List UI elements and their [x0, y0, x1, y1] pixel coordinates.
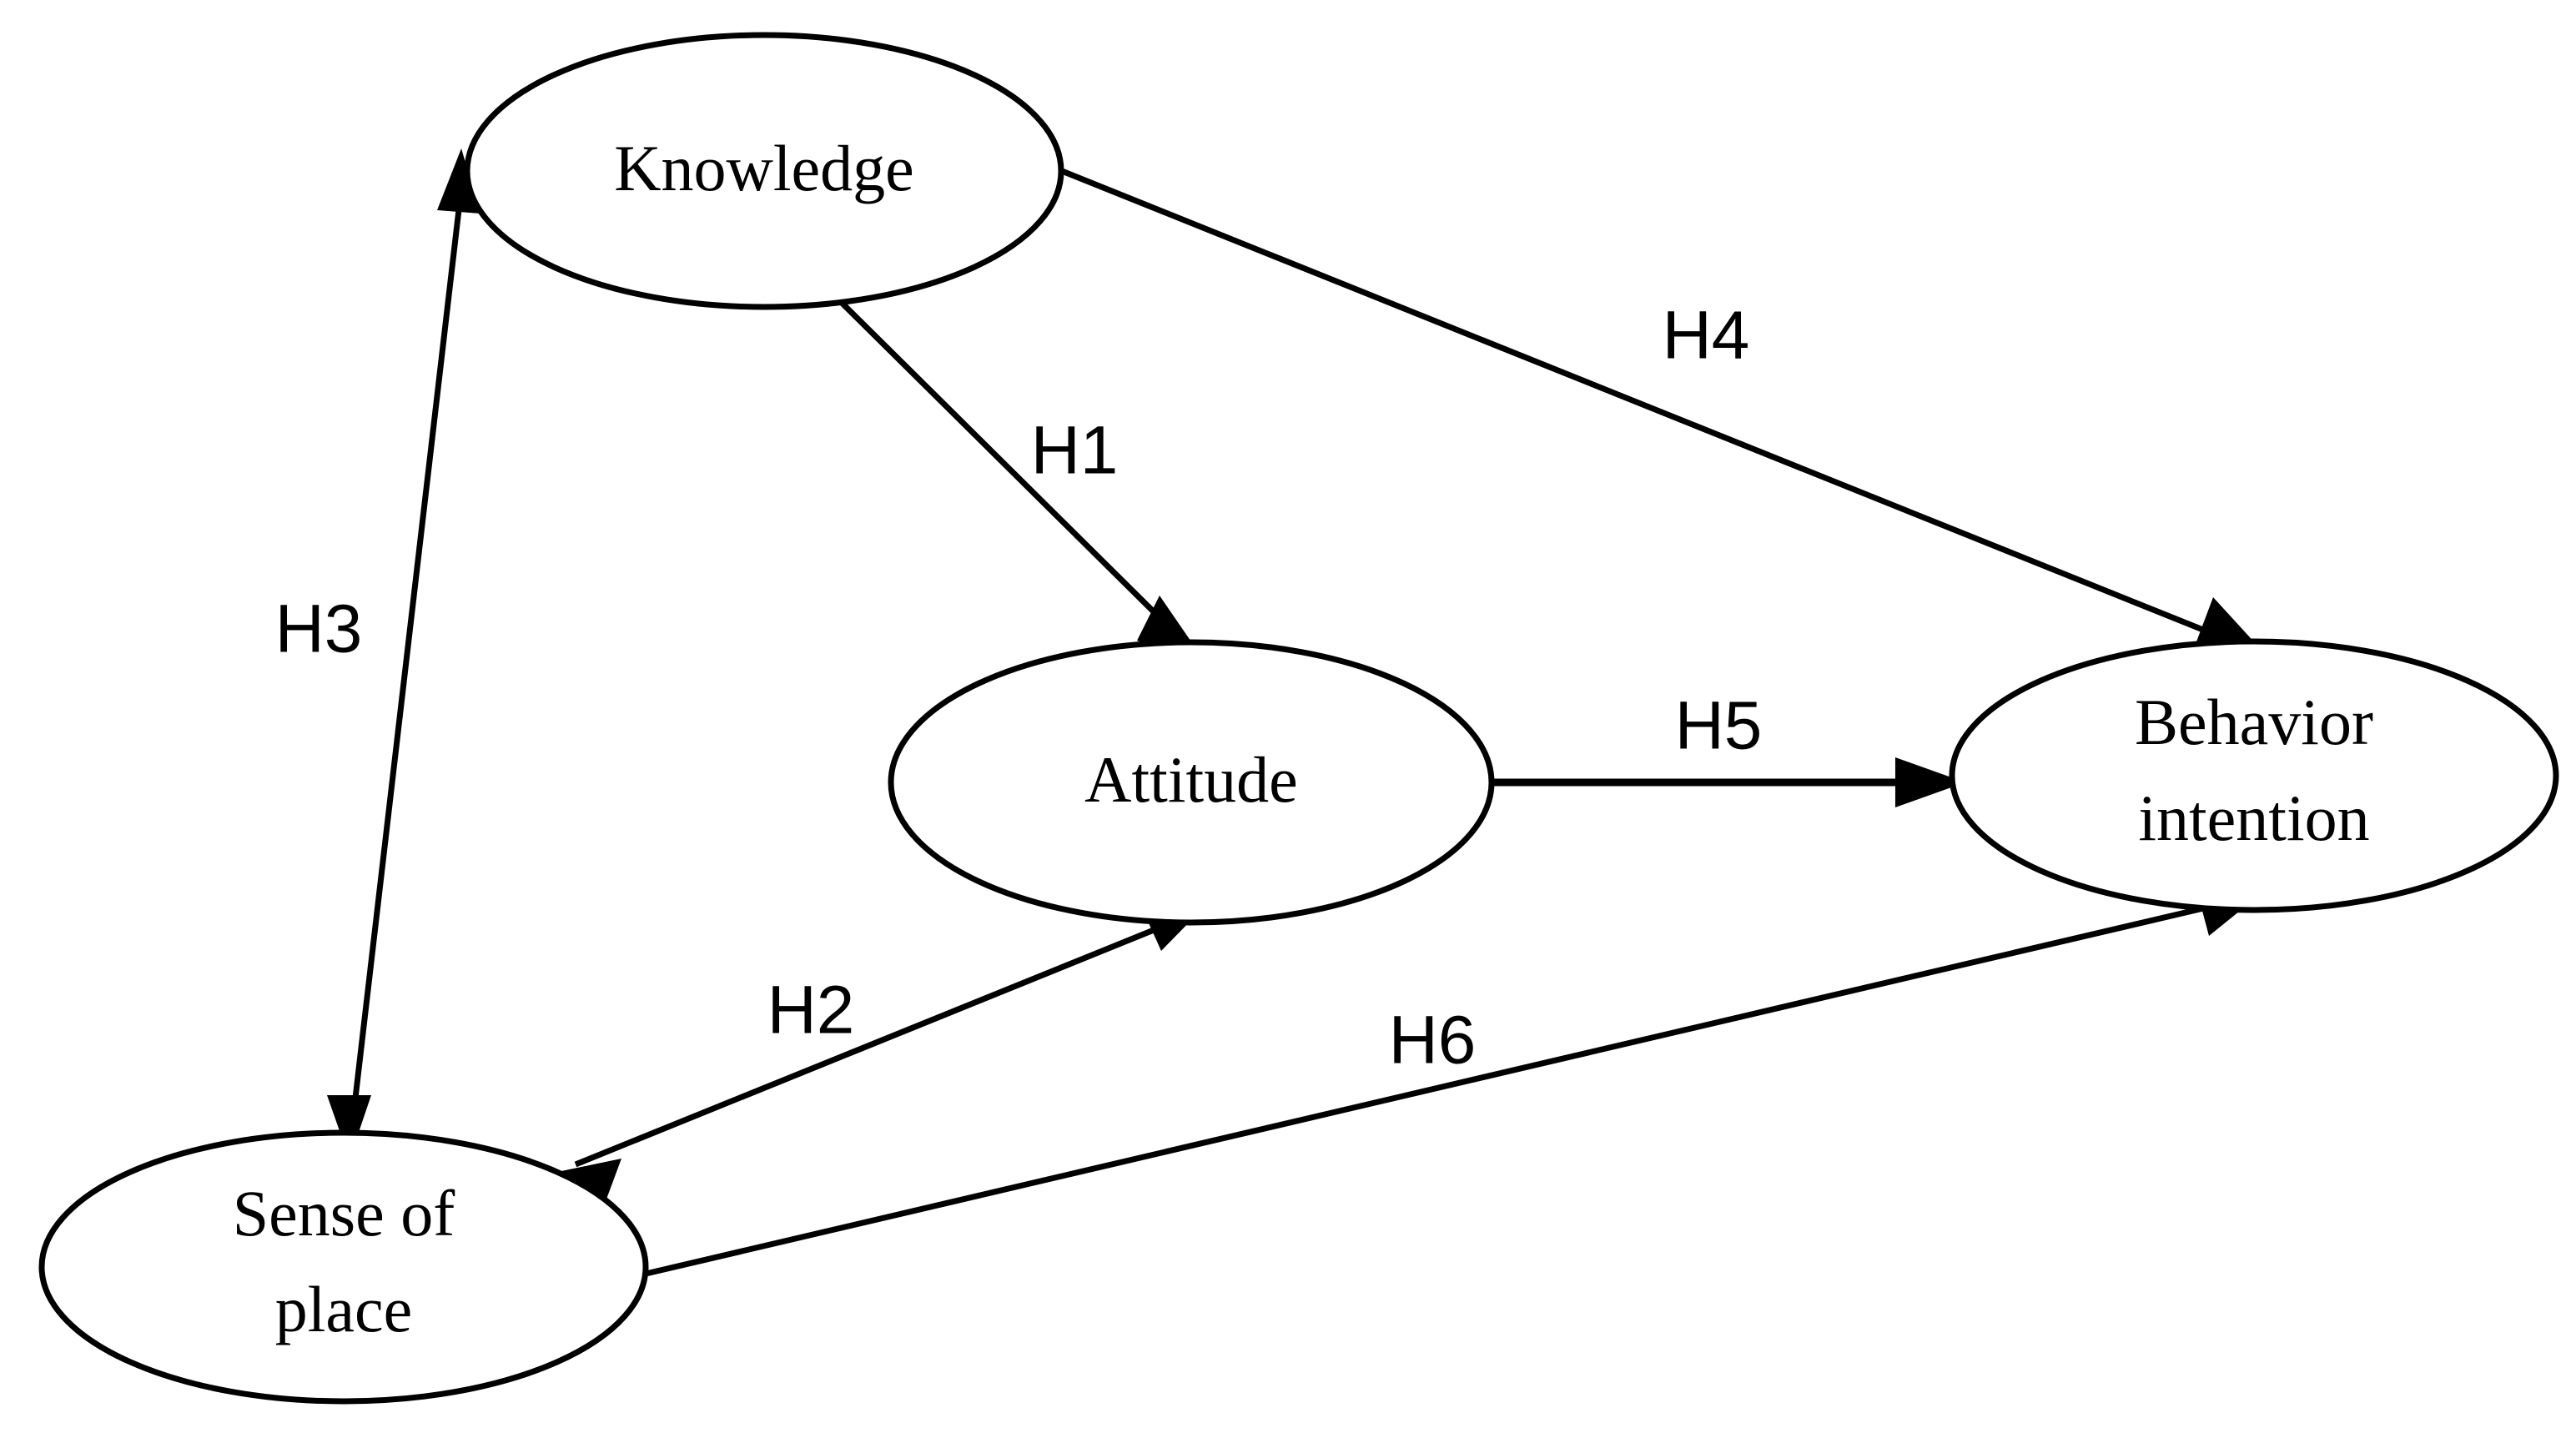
node-knowledge[interactable]: Knowledge	[464, 32, 1064, 310]
node-knowledge-label: Knowledge	[614, 132, 914, 204]
edge-h1-line	[838, 299, 1197, 655]
node-sense-of-place-label-line1: Sense of	[233, 1177, 455, 1249]
node-behavior-intention-ellipse	[1949, 638, 2559, 913]
edge-h4[interactable]	[1056, 166, 2267, 656]
edge-h2-line	[574, 914, 1186, 1168]
edge-label-h2: H2	[767, 973, 855, 1048]
edge-h3-line	[347, 166, 467, 1142]
edge-h6[interactable]	[641, 886, 2261, 1278]
edge-label-h1: H1	[1031, 413, 1119, 489]
node-behavior-intention-label-line2: intention	[2138, 782, 2369, 854]
edge-label-h3: H3	[275, 591, 363, 667]
edge-h1[interactable]	[838, 299, 1207, 665]
node-behavior-intention-label-line1: Behavior	[2135, 686, 2373, 758]
edge-h4-line	[1056, 166, 2252, 652]
node-sense-of-place-label-line2: place	[275, 1273, 413, 1345]
node-attitude-label: Attitude	[1084, 743, 1298, 816]
edge-h5[interactable]	[1490, 757, 1965, 807]
node-attitude[interactable]: Attitude	[888, 639, 1495, 926]
node-knowledge-ellipse	[464, 32, 1064, 310]
node-attitude-ellipse	[888, 639, 1495, 926]
edge-label-h6: H6	[1389, 1003, 1477, 1078]
node-behavior-intention[interactable]: Behavior intention	[1949, 638, 2559, 913]
edge-label-h5: H5	[1675, 688, 1763, 764]
edge-h3-arrowhead-sense-of-place	[327, 1095, 371, 1159]
node-sense-of-place-ellipse	[38, 1129, 649, 1405]
edge-h6-line	[641, 896, 2243, 1278]
node-sense-of-place[interactable]: Sense of place	[38, 1129, 649, 1405]
edge-label-h4: H4	[1663, 298, 1750, 374]
edge-h5-arrowhead-behavior-intention	[1895, 757, 1965, 807]
